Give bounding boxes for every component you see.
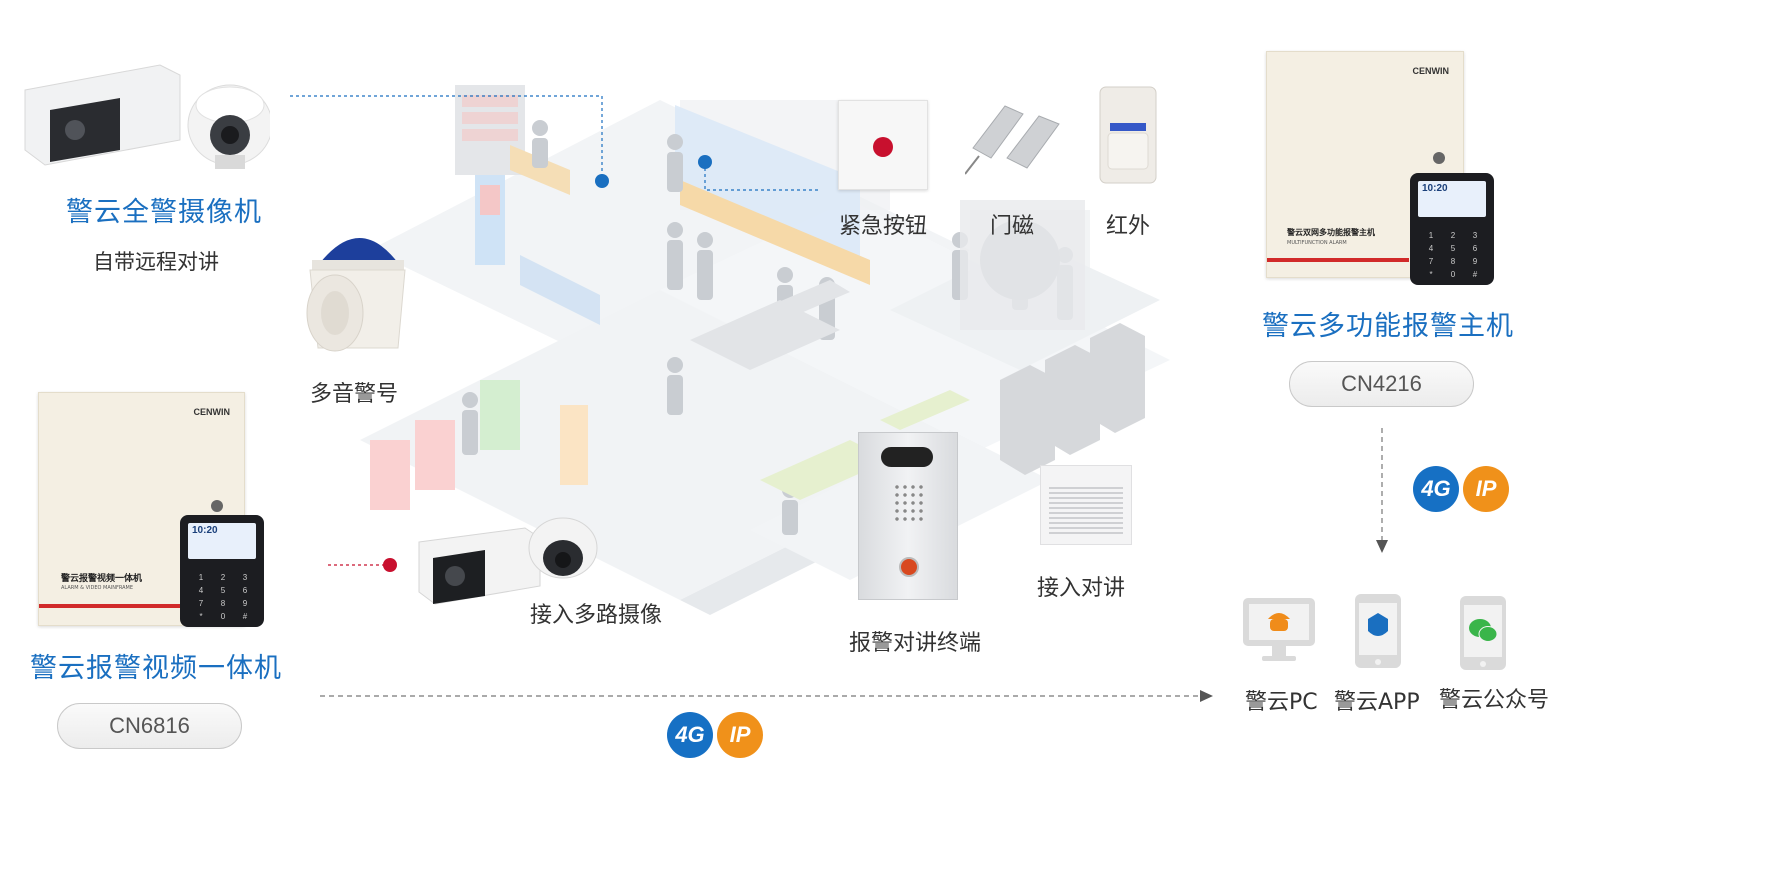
camera-icon	[418, 517, 598, 605]
alarm-keypad-left: 10:20 1 2 3 4 5 6 7 8 9 * 0 #	[180, 515, 264, 627]
camera-icon	[24, 64, 273, 169]
keypad-key: 7	[198, 599, 204, 608]
keypad-keys: 1 2 3 4 5 6 7 8 9 * 0 #	[1420, 231, 1486, 279]
keypad-key: #	[242, 612, 248, 621]
panel-red-stripe	[1267, 258, 1409, 262]
panel-product-subtext: MULTIFUNCTION ALARM	[1287, 240, 1347, 246]
model-badge-cn6816: CN6816	[57, 703, 242, 749]
keypad-key: #	[1472, 270, 1478, 279]
keypad-key: 0	[1450, 270, 1456, 279]
panel-brand-logo: CENWIN	[1412, 66, 1450, 76]
keypad-time: 10:20	[1422, 183, 1448, 194]
full-alarm-camera-subtitle: 自带远程对讲	[93, 250, 219, 274]
alarm-intercom-terminal-image	[858, 432, 958, 600]
siren-image	[290, 218, 415, 358]
emergency-button-label: 紧急按钮	[839, 214, 928, 239]
keypad-key: 9	[1472, 257, 1478, 266]
panel-product-subtext: ALARM & VIDEO MAINFRAME	[61, 585, 134, 591]
multifunction-alarm-host-title: 警云多功能报警主机	[1262, 311, 1514, 342]
model-badge-cn4216: CN4216	[1289, 361, 1474, 407]
alarm-intercom-terminal-label: 报警对讲终端	[849, 631, 982, 656]
emergency-button-image	[838, 100, 928, 190]
app-client-icon	[1354, 593, 1402, 669]
terminal-camera-bar	[881, 447, 933, 467]
intercom-speaker-image	[1040, 465, 1132, 545]
lock-icon	[1433, 152, 1445, 164]
keypad-screen: 10:20	[1418, 181, 1486, 217]
pc-client-icon	[1242, 597, 1316, 663]
door-magnet-icon	[964, 105, 1060, 175]
keypad-key: 5	[220, 586, 226, 595]
monitor-icon	[1243, 598, 1315, 661]
keypad-keys: 1 2 3 4 5 6 7 8 9 * 0 #	[190, 573, 256, 621]
keypad-key: *	[1429, 270, 1433, 279]
4g-badge: 4G	[667, 712, 713, 758]
multi-camera-label: 接入多路摄像	[530, 603, 663, 628]
panel-product-text: 警云报警视频一体机	[61, 574, 143, 584]
keypad-key: 3	[242, 573, 248, 582]
keypad-key: 1	[1428, 231, 1434, 240]
keypad-key: 1	[198, 573, 204, 582]
keypad-key: 6	[242, 586, 248, 595]
alarm-video-integrated-title: 警云报警视频一体机	[30, 653, 282, 684]
keypad-key: 8	[220, 599, 226, 608]
infrared-sensor-icon	[1099, 86, 1157, 184]
panel-brand-logo: CENWIN	[193, 407, 231, 417]
keypad-time: 10:20	[192, 525, 218, 536]
keypad-key: *	[199, 612, 203, 621]
full-alarm-camera-title: 警云全警摄像机	[66, 197, 262, 228]
phone-icon	[1460, 596, 1506, 670]
speaker-grille-icon	[893, 483, 923, 523]
speaker-grille-icon	[1049, 484, 1123, 534]
door-contact-label: 门磁	[990, 214, 1035, 239]
panel-product-text: 警云双网多功能报警主机	[1287, 228, 1375, 237]
full-alarm-camera-image	[20, 50, 273, 175]
lock-icon	[211, 500, 223, 512]
ip-badge: IP	[717, 712, 763, 758]
alarm-keypad-right: 10:20 1 2 3 4 5 6 7 8 9 * 0 #	[1410, 173, 1494, 285]
terminal-call-button	[899, 557, 919, 577]
keypad-key: 7	[1428, 257, 1434, 266]
multi-tone-siren-label: 多音警号	[310, 382, 399, 407]
keypad-key: 4	[198, 586, 204, 595]
keypad-key: 3	[1472, 231, 1478, 240]
keypad-key: 4	[1428, 244, 1434, 253]
multi-camera-image	[415, 508, 600, 608]
panel-red-stripe	[39, 604, 199, 608]
door-contact-image	[964, 98, 1065, 178]
keypad-key: 2	[1450, 231, 1456, 240]
4g-badge: 4G	[1413, 466, 1459, 512]
client-label-app: 警云APP	[1334, 690, 1420, 715]
keypad-key: 0	[220, 612, 226, 621]
ip-badge: IP	[1463, 466, 1509, 512]
keypad-key: 9	[242, 599, 248, 608]
siren-icon	[306, 238, 406, 352]
wechat-client-icon	[1459, 595, 1507, 671]
keypad-key: 6	[1472, 244, 1478, 253]
emergency-button-icon	[873, 137, 893, 157]
infrared-label: 红外	[1106, 214, 1151, 239]
keypad-key: 8	[1450, 257, 1456, 266]
keypad-key: 2	[220, 573, 226, 582]
phone-icon	[1355, 594, 1401, 668]
infrared-detector-image	[1098, 85, 1158, 185]
client-label-wechat: 警云公众号	[1439, 688, 1550, 713]
keypad-key: 5	[1450, 244, 1456, 253]
keypad-screen: 10:20	[188, 523, 256, 559]
client-label-pc: 警云PC	[1245, 690, 1318, 715]
intercom-label: 接入对讲	[1037, 576, 1126, 601]
